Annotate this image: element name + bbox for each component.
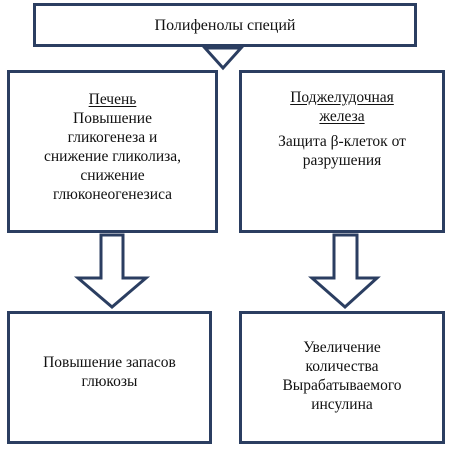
liver-line-2: гликогенеза и	[67, 129, 158, 146]
arrow-top-down	[201, 46, 245, 71]
pancreas-box: Поджелудочная железа Защита β-клеток от …	[239, 70, 445, 233]
pancreas-title-line-2: железа	[319, 108, 365, 125]
liver-line-4: снижение	[80, 167, 145, 184]
liver-title: Печень	[88, 91, 137, 108]
arrow-liver-to-glucose	[73, 233, 151, 309]
polyphenols-box: Полифенолы специй	[33, 3, 417, 47]
pancreas-title-line-1: Поджелудочная	[290, 89, 394, 106]
liver-line-1: Повышение	[73, 110, 152, 127]
arrow-pancreas-to-insulin	[308, 233, 381, 310]
insulin-line-4: инсулина	[311, 395, 373, 413]
liver-box: Печень Повышение гликогенеза и снижение …	[7, 70, 218, 233]
glucose-line-2: глюкозы	[81, 372, 138, 390]
polyphenols-title: Полифенолы специй	[154, 16, 296, 34]
glucose-box: Повышение запасов глюкозы	[7, 311, 212, 444]
insulin-line-1: Увеличение	[303, 338, 381, 356]
insulin-box: Увеличение количества Вырабатываемого ин…	[239, 311, 445, 444]
liver-line-5: глюконеогенезиса	[52, 186, 173, 203]
pancreas-line-1: Защита β-клеток от	[278, 133, 406, 150]
pancreas-line-2: разрушения	[302, 152, 382, 169]
insulin-line-3: Вырабатываемого	[282, 376, 402, 394]
glucose-line-1: Повышение запасов	[43, 353, 176, 371]
liver-line-3: снижение гликолиза,	[44, 148, 181, 165]
insulin-line-2: количества	[305, 357, 379, 375]
